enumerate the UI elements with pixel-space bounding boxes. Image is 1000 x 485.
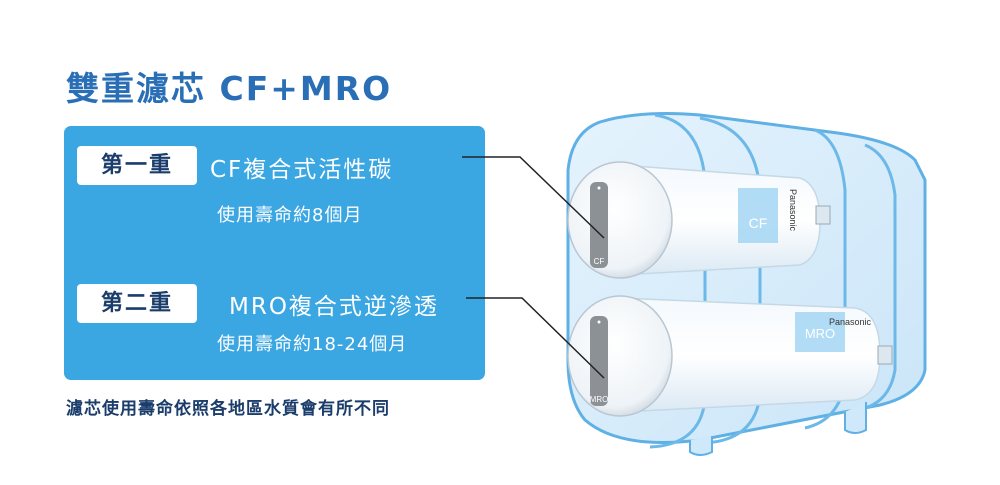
mro-label-text: MRO [805, 326, 835, 341]
stage-1-tag: 第一重 [77, 146, 197, 185]
mro-leader-line [466, 297, 605, 379]
lifespan-note: 濾芯使用壽命依照各地區水質會有所不同 [66, 399, 390, 419]
page-title: 雙重濾芯 CF+MRO [66, 69, 393, 108]
stage-2-tag: 第二重 [77, 284, 197, 323]
stage-1-name: CF複合式活性碳 [210, 157, 394, 183]
stage-2-name: MRO複合式逆滲透 [229, 294, 439, 320]
cf-brand-text: Panasonic [788, 189, 798, 232]
stage-1-life: 使用壽命約8個月 [217, 205, 363, 226]
mro-brand-text: Panasonic [829, 317, 872, 327]
mro-cap-label: MRO [590, 395, 609, 404]
mro-cartridge: MRO Panasonic MRO [567, 295, 893, 417]
cf-leader-line [462, 156, 605, 239]
cf-cap-label: CF [594, 257, 605, 266]
info-panel: 第一重 CF複合式活性碳 使用壽命約8個月 第二重 MRO複合式逆滲透 使用壽命… [64, 126, 485, 380]
stage-2-life: 使用壽命約18-24個月 [217, 334, 408, 355]
cf-label-text: CF [749, 215, 768, 231]
cf-cartridge: CF Panasonic CF [567, 161, 831, 279]
